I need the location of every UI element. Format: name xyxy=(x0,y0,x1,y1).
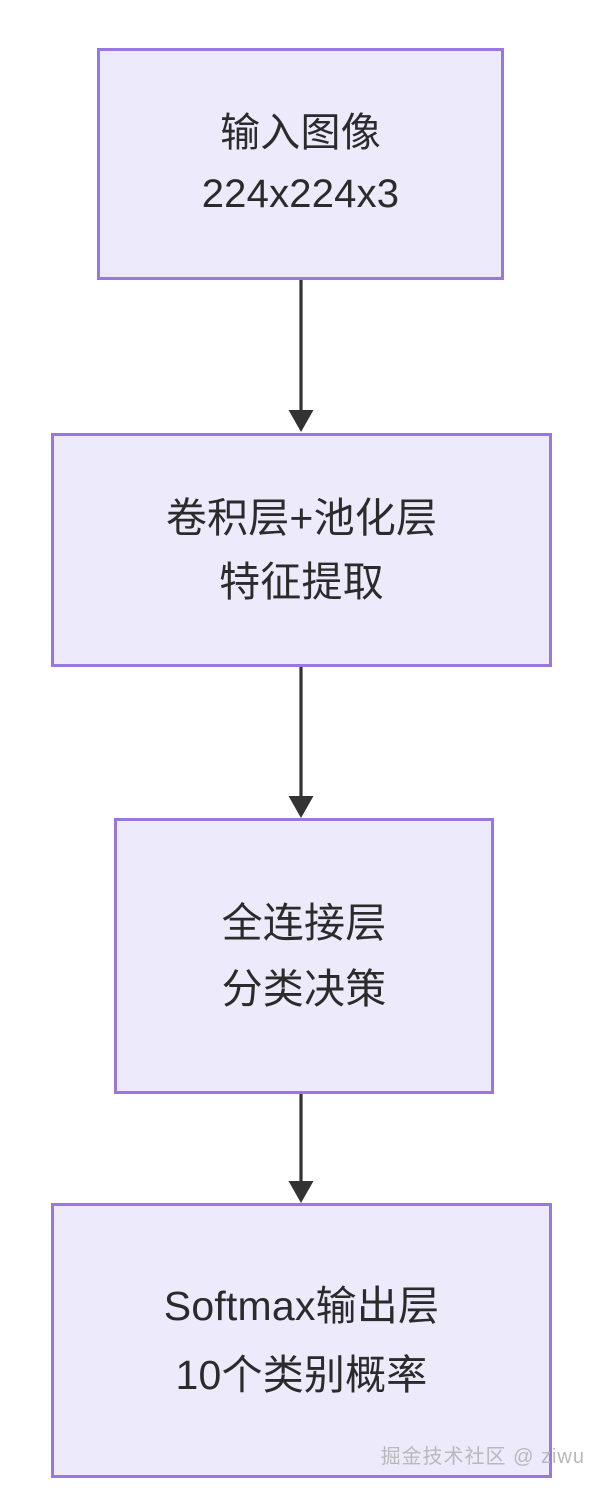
node-softmax-output[interactable]: Softmax输出层 10个类别概率 xyxy=(51,1203,552,1478)
node-softmax-output-line-1: Softmax输出层 xyxy=(163,1283,440,1330)
watermark-label: 掘金技术社区 @ ziwu xyxy=(380,1446,585,1468)
edge-input-to-conv xyxy=(288,280,314,432)
node-input-image[interactable]: 输入图像 224x224x3 xyxy=(97,48,504,280)
edge-conv-to-fc xyxy=(288,667,314,818)
node-input-image-line-2: 224x224x3 xyxy=(201,172,400,216)
node-conv-pool-line-2: 特征提取 xyxy=(219,559,384,605)
node-fully-connected-line-1: 全连接层 xyxy=(221,899,387,946)
node-conv-pool[interactable]: 卷积层+池化层 特征提取 xyxy=(51,433,552,667)
edge-fc-to-softmax xyxy=(288,1094,314,1203)
node-softmax-output-line-2: 10个类别概率 xyxy=(175,1351,428,1398)
node-conv-pool-line-1: 卷积层+池化层 xyxy=(165,494,438,541)
node-fully-connected-line-2: 分类决策 xyxy=(221,966,387,1012)
node-input-image-line-1: 输入图像 xyxy=(220,111,381,156)
node-fully-connected[interactable]: 全连接层 分类决策 xyxy=(114,818,494,1094)
